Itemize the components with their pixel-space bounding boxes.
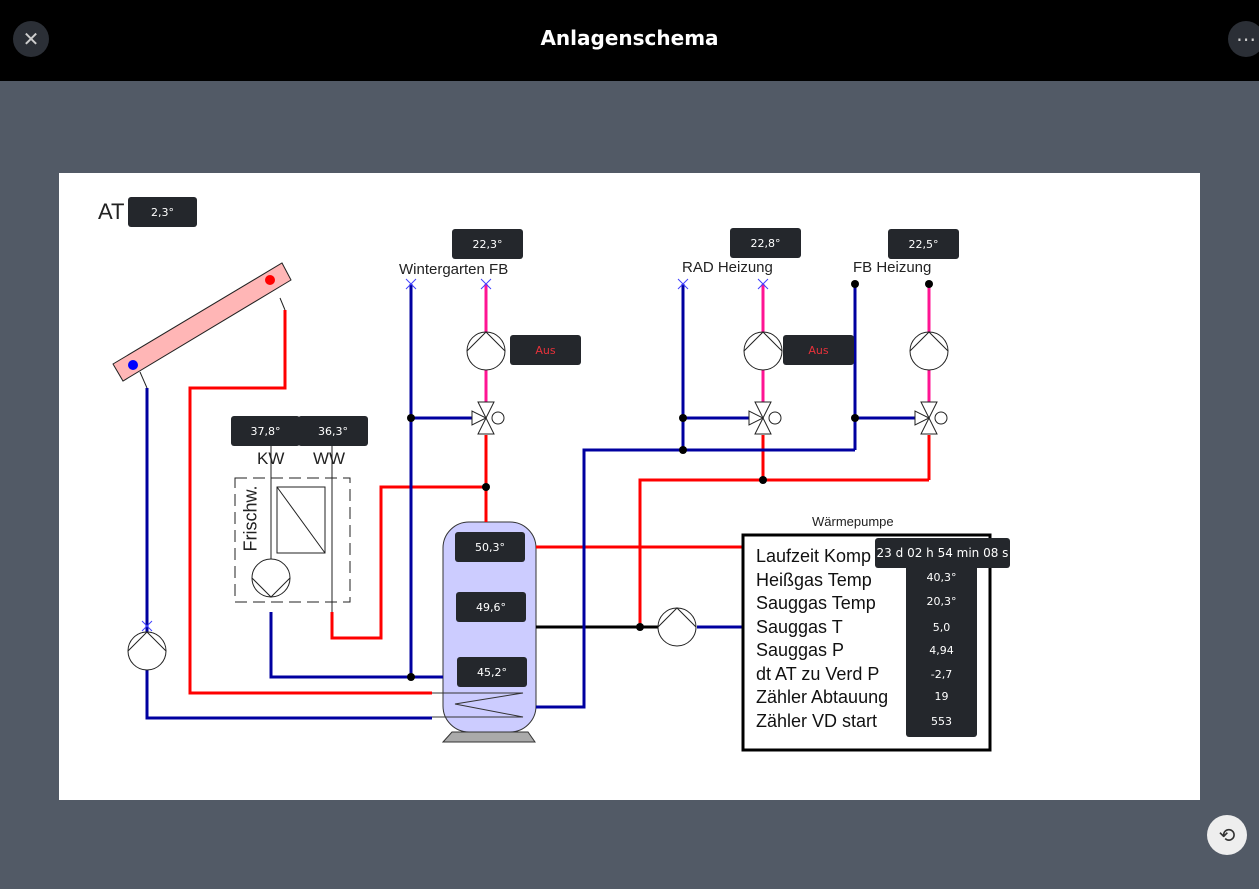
more-button[interactable]: ⋯ bbox=[1228, 21, 1259, 57]
value-badge[interactable]: 553 bbox=[931, 715, 952, 728]
close-icon: ✕ bbox=[22, 27, 40, 51]
row-label: Heißgas Temp bbox=[756, 569, 872, 590]
solar-collector bbox=[112, 262, 292, 382]
pump-icon bbox=[251, 558, 291, 598]
pump-icon bbox=[909, 331, 949, 371]
tank-top-temp[interactable]: 50,3° bbox=[455, 532, 525, 562]
pump-icon bbox=[466, 331, 506, 371]
ww-temp-badge[interactable]: 36,3° bbox=[298, 416, 368, 446]
rad-pump-status[interactable]: Aus bbox=[783, 335, 854, 365]
reset-view-button[interactable]: ⟲ bbox=[1207, 815, 1247, 855]
header-bar: ✕ Anlagenschema ⋯ bbox=[0, 0, 1259, 81]
value-badge[interactable]: 5,0 bbox=[932, 621, 951, 634]
rad-temp-badge[interactable]: 22,8° bbox=[730, 228, 801, 258]
heat-pump-box bbox=[741, 533, 992, 752]
close-button[interactable]: ✕ bbox=[13, 21, 49, 57]
tank-bottom-temp[interactable]: 45,2° bbox=[457, 657, 527, 687]
pump-icon bbox=[127, 631, 167, 671]
value-badge[interactable]: 19 bbox=[934, 690, 949, 703]
row-label: Zähler VD start bbox=[756, 710, 878, 731]
fb-temp-badge[interactable]: 22,5° bbox=[888, 229, 959, 259]
heat-pump-values-bg bbox=[906, 560, 977, 737]
heat-pump-title: Wärmepumpe bbox=[812, 514, 894, 529]
tank-mid-temp[interactable]: 49,6° bbox=[456, 592, 526, 622]
row-label: Sauggas P bbox=[756, 640, 845, 660]
mixing-valve-icon bbox=[471, 401, 505, 435]
solar-supply-pipe bbox=[188, 310, 432, 695]
row-label: Zähler Abtauung bbox=[756, 687, 889, 707]
more-icon: ⋯ bbox=[1236, 27, 1256, 51]
reset-icon: ⟲ bbox=[1218, 823, 1236, 847]
row-label: Sauggas Temp bbox=[756, 593, 876, 613]
kw-label: KW bbox=[257, 449, 285, 468]
pump-icon bbox=[657, 607, 697, 647]
page-title: Anlagenschema bbox=[540, 26, 719, 50]
value-badge[interactable]: 4,94 bbox=[929, 644, 954, 657]
fb-label: FB Heizung bbox=[853, 259, 932, 276]
row-label: dt AT zu Verd P bbox=[756, 663, 880, 684]
heat-pump-labels: Laufzeit Komp Heißgas Temp Sauggas Temp … bbox=[756, 545, 888, 733]
pump-icon bbox=[743, 331, 783, 371]
value-badge[interactable]: 40,3° bbox=[926, 571, 957, 584]
row-label: Sauggas T bbox=[756, 616, 843, 637]
mixing-valve-icon bbox=[914, 401, 948, 435]
rad-label: RAD Heizung bbox=[682, 259, 773, 276]
ww-label: WW bbox=[313, 449, 346, 468]
row-label: Laufzeit Komp bbox=[756, 546, 872, 566]
frischwasser-label: Frischw. bbox=[240, 485, 261, 552]
wintergarten-temp-badge[interactable]: 22,3° bbox=[452, 229, 523, 259]
kw-temp-badge[interactable]: 37,8° bbox=[231, 416, 300, 446]
wintergarten-pump-status[interactable]: Aus bbox=[510, 335, 581, 365]
value-badge[interactable]: 20,3° bbox=[926, 595, 957, 608]
outdoor-temp-label: AT bbox=[98, 199, 125, 224]
outdoor-temp-badge[interactable]: 2,3° bbox=[128, 197, 197, 227]
wintergarten-label: Wintergarten FB bbox=[399, 261, 509, 278]
mixing-valve-icon bbox=[748, 401, 782, 435]
compressor-runtime-badge[interactable]: 23 d 02 h 54 min 08 s bbox=[875, 538, 1010, 568]
solar-return-pipe bbox=[145, 388, 432, 720]
value-badge[interactable]: -2,7 bbox=[930, 668, 953, 681]
diagram-panel bbox=[59, 173, 1200, 800]
